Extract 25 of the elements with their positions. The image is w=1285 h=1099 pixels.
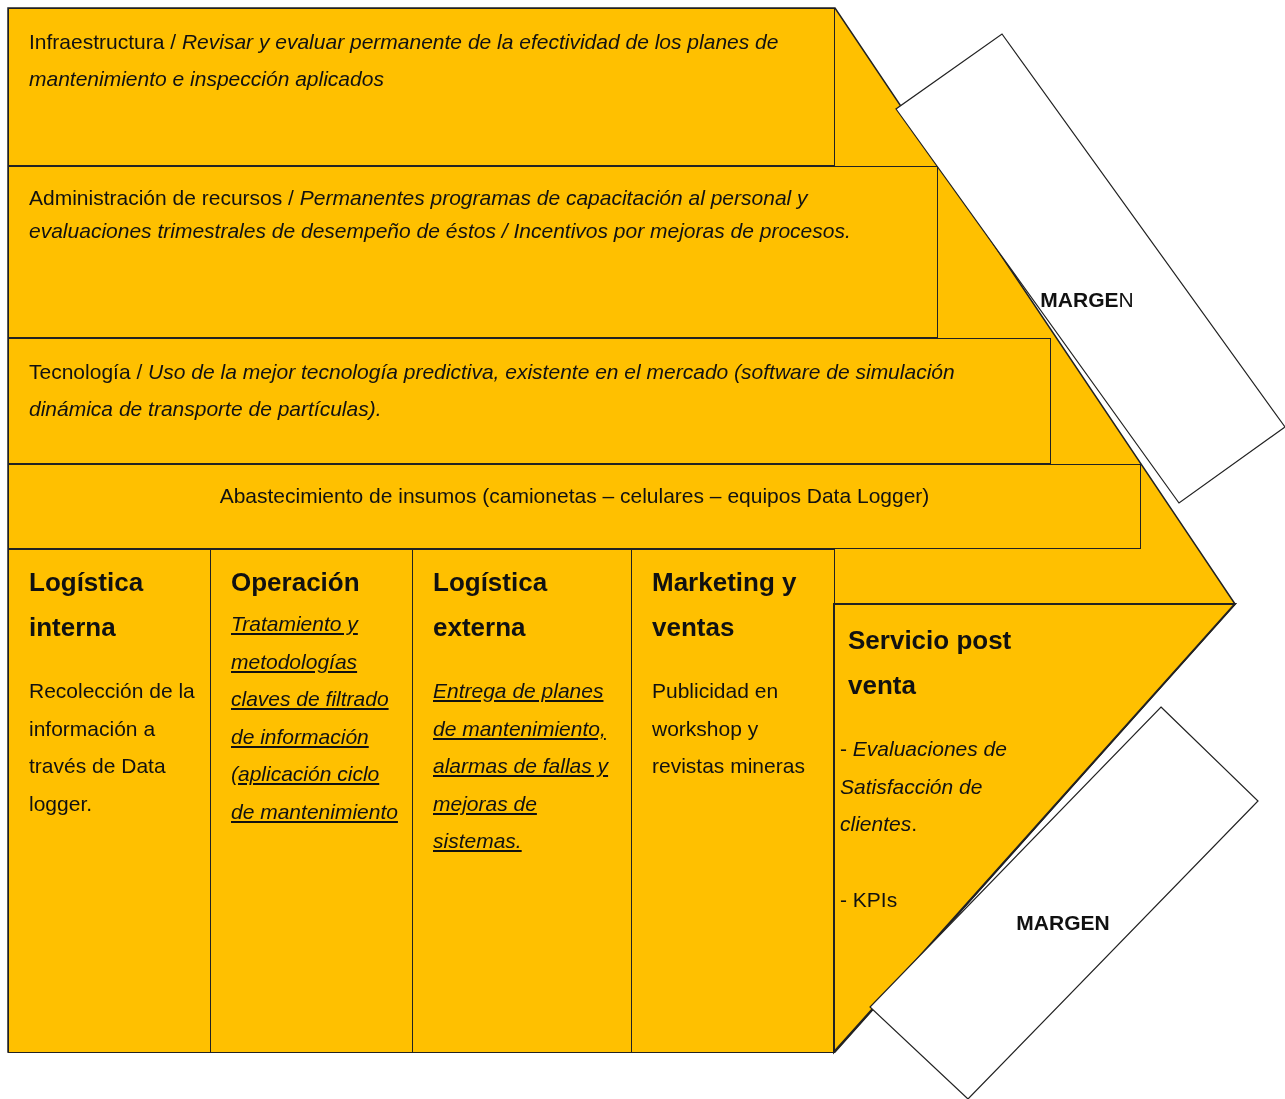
activity-text: Abastecimiento de insumos (camionetas – celulares – equipos Data Logger)	[218, 483, 931, 509]
margin-label: MARGEN	[1016, 911, 1110, 935]
activity-heading: Logística interna	[29, 566, 145, 644]
activity-heading: Logística externa	[433, 566, 549, 644]
activity-text: Entrega de planes de mantenimiento, alarmas de fallas y mejoras de sistemas.	[433, 678, 610, 854]
primary-activity-box	[8, 549, 211, 1053]
primary-activity-box	[412, 549, 632, 1053]
activity-heading: Marketing y ventas	[652, 566, 798, 644]
activity-heading: Operación	[231, 566, 361, 599]
support-activity-box	[8, 8, 835, 166]
activity-text: - KPIs	[840, 886, 899, 913]
activity-text: Tecnología / Uso de la mejor tecnología predictiva, existente en el mercado (software de simulación dinámica de transporte de partículas).	[28, 359, 956, 422]
primary-activity-box	[631, 549, 835, 1053]
activity-heading: Servicio post venta	[847, 624, 1013, 702]
activity-text: Publicidad en workshop y revistas mineras	[652, 678, 806, 779]
support-activity-box	[8, 166, 938, 338]
activity-text: Recolección de la información a través de Data logger.	[29, 678, 196, 817]
support-activity-box	[8, 338, 1051, 464]
activity-text: Administración de recursos / Permanentes programas de capacitación al personal y evaluaciones trimestrales de desempeño de éstos / Incentivos por mejoras de procesos.	[28, 185, 852, 244]
activity-text: Tratamiento y metodologías claves de filtrado de información (aplicación ciclo de mantenimiento	[231, 611, 398, 825]
primary-activity-box	[210, 549, 413, 1053]
margin-label: MARGEN	[1040, 288, 1134, 312]
support-activity-box	[8, 464, 1141, 549]
activity-text: Infraestructura / Revisar y evaluar permanente de la efectividad de los planes de mantenimiento e inspección aplicados	[28, 29, 780, 92]
activity-text: - Evaluaciones de Satisfacción de clientes.	[840, 736, 1008, 837]
